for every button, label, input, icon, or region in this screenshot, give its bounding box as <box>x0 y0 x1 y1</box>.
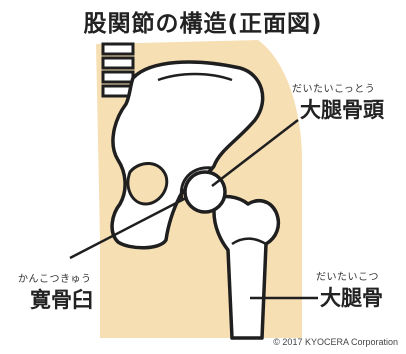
femur-label: 大腿骨 <box>320 282 383 312</box>
femoral-head-shape <box>185 172 225 212</box>
femoral-head-reading: だいたいこっとう <box>292 80 375 95</box>
femur-reading: だいたいこつ <box>316 268 379 283</box>
copyright-notice: © 2017 KYOCERA Corporation <box>273 337 398 347</box>
obturator-foramen <box>128 163 167 204</box>
femoral-head-label: 大腿骨頭 <box>300 94 384 124</box>
acetabulum-label: 寛骨臼 <box>30 284 93 314</box>
acetabulum-reading: かんこつきゅう <box>18 270 92 285</box>
